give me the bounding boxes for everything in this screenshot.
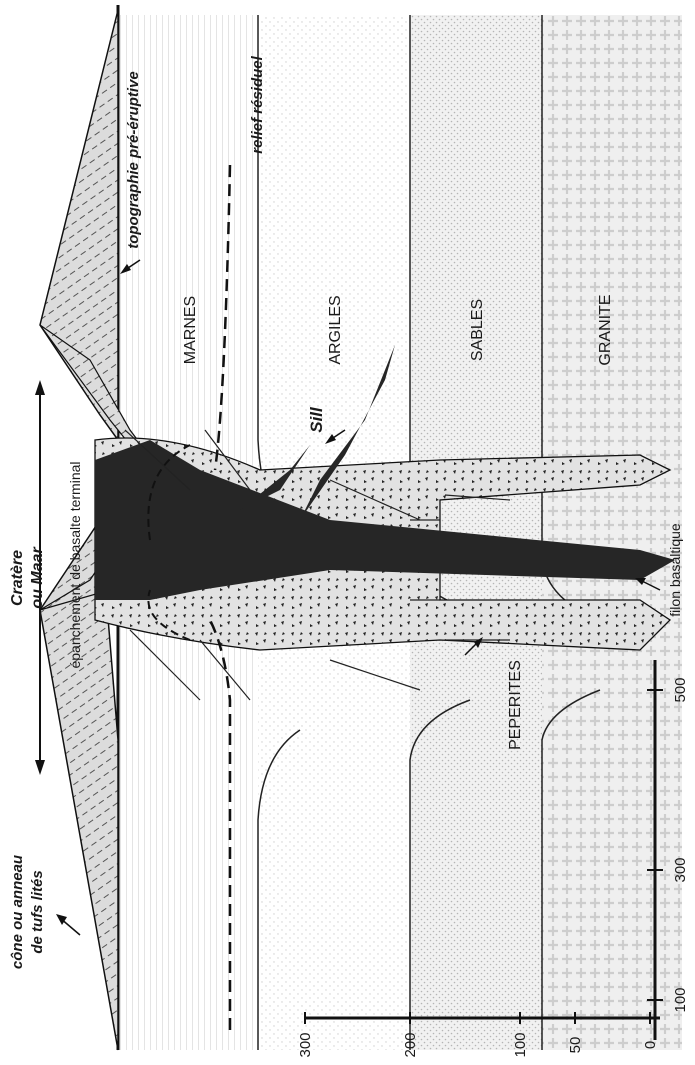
marnes-label: MARNES xyxy=(182,296,199,364)
topographie-label: topographie pré-éruptive xyxy=(125,71,142,249)
cratere-label-line2: ou Maar xyxy=(29,547,46,609)
granite-layer xyxy=(542,15,682,1050)
peperites-label: PEPERITES xyxy=(507,660,524,750)
sill-label: Sill xyxy=(307,406,326,433)
horizontal-scale-tick-label: 300 xyxy=(672,857,689,882)
sables-label: SABLES xyxy=(469,299,486,361)
vertical-scale-tick-label: 200 xyxy=(402,1032,419,1057)
vertical-scale-tick-label: 300 xyxy=(297,1032,314,1057)
crater-arrow-head-top xyxy=(35,380,45,395)
cone-label-line2: de tufs lités xyxy=(29,870,46,953)
granite-label: GRANITE xyxy=(597,294,614,365)
argiles-label: ARGILES xyxy=(327,295,344,364)
vertical-scale-tick-label: 100 xyxy=(512,1032,529,1057)
relief-residuel-label: relief résiduel xyxy=(249,55,266,153)
cone-label-line1: cône ou anneau xyxy=(9,855,26,969)
vertical-scale-tick-label: 50 xyxy=(567,1037,584,1054)
horizontal-scale-tick-label: 100 xyxy=(672,987,689,1012)
horizontal-scale-tick-label: 500 xyxy=(672,677,689,702)
crater-arrow-head-bottom xyxy=(35,760,45,775)
filon-basaltique-label: filon basaltique xyxy=(667,523,683,617)
epanchement-label: épanchement de basalte terminal xyxy=(67,461,83,668)
cratere-label-line1: Cratère xyxy=(9,550,26,606)
vertical-scale-tick-label: 0 xyxy=(642,1041,659,1049)
